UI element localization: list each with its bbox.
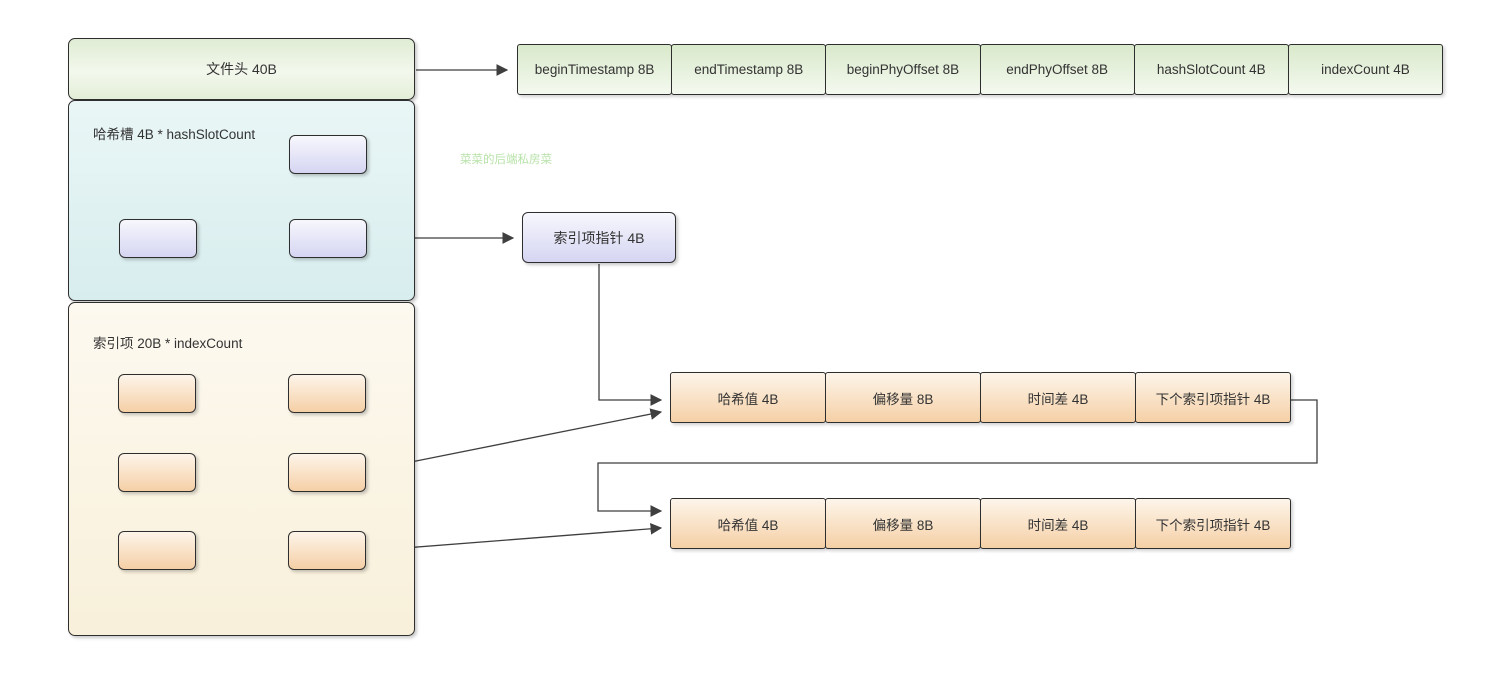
watermark-text: 菜菜的后端私房菜 [460,154,552,166]
hash-slot-box-2 [119,219,197,258]
entry2-offset: 偏移量 8B [825,498,981,549]
hash-slot-section-label: 哈希槽 4B * hashSlotCount [93,127,256,142]
entry1-hash-value: 哈希值 4B [670,372,826,423]
field-begin-phy-offset: beginPhyOffset 8B [825,44,981,95]
index-entry-row-2: 哈希值 4B 偏移量 8B 时间差 4B 下个索引项指针 4B [670,498,1291,549]
entry1-time-diff: 时间差 4B [980,372,1136,423]
entry2-hash-value: 哈希值 4B [670,498,826,549]
index-item-section-label: 索引项 20B * indexCount [93,336,243,351]
index-slot-pointer-box: 索引项指针 4B [522,212,676,263]
index-item-box-2 [288,374,366,413]
file-header-label: 文件头 40B [206,61,277,77]
entry1-next-index-pointer: 下个索引项指针 4B [1135,372,1291,423]
index-item-box-6 [288,531,366,570]
field-end-timestamp: endTimestamp 8B [671,44,827,95]
entry1-offset: 偏移量 8B [825,372,981,423]
index-item-box-1 [118,374,196,413]
field-end-phy-offset: endPhyOffset 8B [979,44,1135,95]
field-begin-timestamp: beginTimestamp 8B [517,44,673,95]
file-header-fields-row: beginTimestamp 8B endTimestamp 8B beginP… [517,44,1444,95]
index-entry-row-1: 哈希值 4B 偏移量 8B 时间差 4B 下个索引项指针 4B [670,372,1291,423]
index-item-box-5 [118,531,196,570]
field-hash-slot-count: hashSlotCount 4B [1133,44,1289,95]
entry2-next-index-pointer: 下个索引项指针 4B [1135,498,1291,549]
arrow-pointer-to-entry1 [598,264,663,406]
hash-slot-box-3 [289,219,367,258]
field-index-count: indexCount 4B [1287,44,1444,95]
file-header-section: 文件头 40B [68,38,415,100]
hash-slot-section: 哈希槽 4B * hashSlotCount [68,100,415,301]
index-item-section: 索引项 20B * indexCount [68,302,415,636]
index-item-box-4 [288,453,366,492]
entry2-time-diff: 时间差 4B [980,498,1136,549]
index-item-box-3 [118,453,196,492]
hash-slot-box-1 [289,135,367,174]
